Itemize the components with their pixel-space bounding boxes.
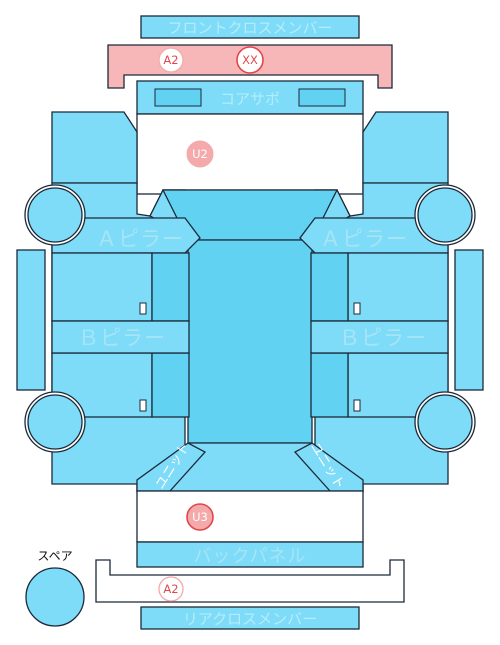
left-front-door[interactable] xyxy=(51,252,153,322)
right-rear-door-panel[interactable] xyxy=(310,352,349,418)
right-side-body[interactable] xyxy=(362,111,449,184)
core-support-label: コアサポ xyxy=(220,90,280,108)
rear-right-wheel[interactable] xyxy=(414,391,476,453)
marker-front-area-u2[interactable]: U2 xyxy=(186,140,214,168)
a-pillar-left-label: Ａピラー xyxy=(96,227,184,251)
core-support-right-slot xyxy=(298,88,346,107)
rear-cross-member[interactable]: リアクロスメンバー xyxy=(140,606,360,630)
marker-text: U2 xyxy=(192,147,208,161)
marker-rear-area-u3[interactable]: U3 xyxy=(186,503,214,531)
a-pillar-right-label: Ａピラー xyxy=(320,227,408,251)
spare-tire[interactable] xyxy=(25,567,85,627)
marker-rear-cross-member-a2[interactable]: A2 xyxy=(158,576,184,602)
right-front-door-handle xyxy=(353,302,361,315)
marker-text: XX xyxy=(242,53,258,67)
windshield[interactable] xyxy=(187,239,313,444)
b-pillar-right-label: Ｂピラー xyxy=(339,326,427,350)
front-compartment[interactable] xyxy=(136,113,364,195)
front-right-wheel[interactable] xyxy=(414,184,476,246)
marker-front-cross-member-a2[interactable]: A2 xyxy=(158,47,184,73)
b-pillar-left-label: Ｂピラー xyxy=(78,326,166,350)
right-front-door[interactable] xyxy=(347,252,449,322)
b-pillar-left[interactable]: Ｂピラー xyxy=(51,320,190,354)
front-cross-member[interactable]: フロントクロスメンバー xyxy=(140,15,360,39)
front-cross-member-label: フロントクロスメンバー xyxy=(167,19,332,37)
b-pillar-right[interactable]: Ｂピラー xyxy=(310,320,449,354)
left-side-body[interactable] xyxy=(51,111,138,184)
back-panel-label: バックパネル xyxy=(193,546,306,567)
right-rear-door-handle xyxy=(353,399,361,412)
marker-text: A2 xyxy=(163,582,178,596)
left-side-sill[interactable] xyxy=(16,249,46,391)
marker-front-cross-member-xx[interactable]: XX xyxy=(236,46,264,74)
front-left-wheel[interactable] xyxy=(24,184,86,246)
marker-text: U3 xyxy=(192,510,208,524)
a-pillar-left[interactable]: Ａピラー xyxy=(51,217,201,254)
right-front-door-panel[interactable] xyxy=(310,252,349,322)
left-front-door-panel[interactable] xyxy=(151,252,190,322)
left-front-door-handle xyxy=(139,302,147,315)
trunk-area[interactable] xyxy=(136,490,364,543)
rear-left-wheel[interactable] xyxy=(24,391,86,453)
rear-cross-member-label: リアクロスメンバー xyxy=(183,610,317,628)
a-pillar-right[interactable]: Ａピラー xyxy=(299,217,449,254)
core-support-left-slot xyxy=(154,88,202,107)
spare-label: スペア xyxy=(37,549,72,563)
left-rear-door-handle xyxy=(139,399,147,412)
marker-text: A2 xyxy=(163,53,178,67)
back-panel[interactable]: バックパネル xyxy=(136,541,364,568)
left-rear-door-panel[interactable] xyxy=(151,352,190,418)
core-support[interactable]: コアサポ xyxy=(136,80,364,115)
right-side-sill[interactable] xyxy=(454,249,484,391)
